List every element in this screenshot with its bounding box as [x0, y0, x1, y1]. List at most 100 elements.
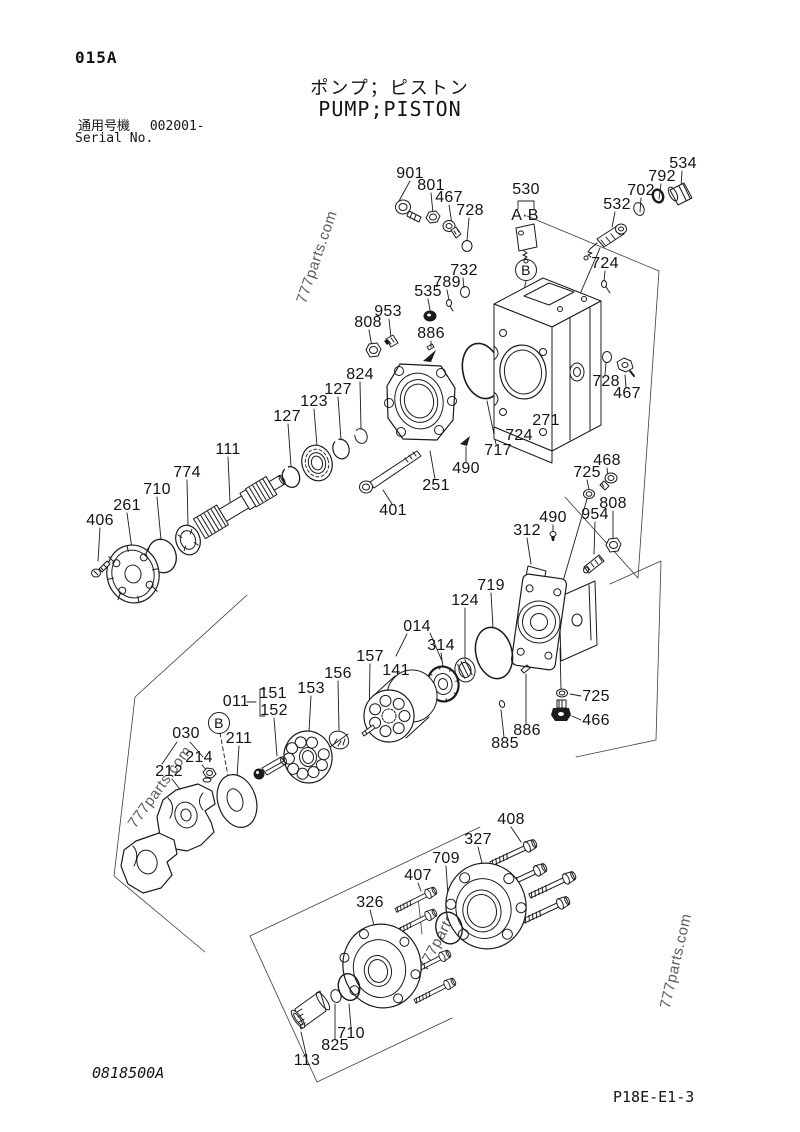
o-ring-719 — [474, 626, 514, 680]
section-code: 015A — [75, 48, 118, 67]
part-number-label: 214 — [185, 749, 213, 766]
eye-bolt-901 — [395, 199, 422, 223]
part-number-label: 725 — [582, 688, 610, 705]
part-number-label: 702 — [627, 182, 655, 199]
front-cover-251 — [384, 363, 457, 441]
backup-ring-792 — [651, 188, 665, 204]
part-number-label: 886 — [417, 325, 445, 342]
plug-535 — [423, 310, 437, 322]
pin-789 — [446, 299, 454, 312]
piston-assembly-151-152 — [253, 756, 287, 780]
drive-shaft-111 — [193, 474, 286, 540]
snap-ring-127-right — [332, 438, 350, 460]
plug-490-right — [549, 531, 557, 541]
part-number-label: 124 — [451, 592, 479, 609]
shoe-plate-211 — [216, 774, 258, 828]
flange-327 — [445, 862, 527, 950]
part-number-label: 468 — [593, 452, 621, 469]
part-number-label: 728 — [456, 202, 484, 219]
o-ring-702 — [633, 202, 645, 216]
part-number-label: 327 — [464, 831, 492, 848]
swash-plate-212 — [120, 783, 216, 894]
nut-808-left — [365, 342, 382, 358]
part-number-label: 312 — [513, 522, 541, 539]
part-number-label: 157 — [356, 648, 384, 665]
part-number-label: 314 — [427, 637, 455, 654]
page-title-japanese: ポンプ；ピストン — [310, 78, 470, 99]
pin-157 — [361, 724, 376, 737]
part-number-label: 156 — [324, 665, 352, 682]
bolt-468 — [599, 472, 618, 491]
part-number-label: 113 — [293, 1052, 321, 1069]
part-number-label: 885 — [491, 735, 519, 752]
part-number-label: 719 — [477, 577, 505, 594]
applicable-serial-value: 002001- — [149, 119, 205, 134]
pin-886-bottom — [520, 664, 531, 674]
part-number-label: 901 — [396, 165, 424, 182]
serial-no-label: Serial No. — [75, 131, 154, 146]
plug-467-top — [442, 220, 462, 239]
part-number-label: 732 — [450, 262, 478, 279]
retainer-plate-153 — [282, 730, 333, 784]
part-number-label: 710 — [337, 1025, 365, 1042]
view-marker-b-top: B — [515, 259, 537, 281]
seal-cover-261 — [106, 544, 160, 604]
part-number-label: 801 — [417, 177, 445, 194]
bracket-530 — [517, 200, 535, 210]
part-number-label: 123 — [300, 393, 328, 410]
page-title-english: PUMP;PISTON — [318, 97, 462, 121]
part-number-label: 326 — [356, 894, 384, 911]
part-number-label: 261 — [113, 497, 141, 514]
coupling-sleeve-113 — [290, 990, 331, 1030]
part-number-label: 728 — [592, 373, 620, 390]
figure-number: 0818500A — [92, 1064, 165, 1082]
pump-housing-271 — [493, 277, 602, 464]
bearing-123 — [301, 444, 333, 482]
screw-406 — [91, 560, 111, 578]
part-number-label: 408 — [497, 811, 525, 828]
part-number-label: 467 — [613, 385, 641, 402]
washer-725-right — [583, 489, 595, 499]
snap-ring-127-left — [281, 465, 301, 489]
oil-seal-774 — [175, 524, 201, 556]
part-number-label: 808 — [599, 495, 627, 512]
part-number-label: 153 — [297, 680, 325, 697]
washer-725-bottom — [556, 688, 568, 698]
applicable-label-japanese: 通用号機 — [78, 119, 131, 134]
plug-467-side — [616, 357, 635, 377]
part-number-label: 466 — [582, 712, 610, 729]
part-number-label: 490 — [452, 460, 480, 477]
part-number-label: 953 — [374, 303, 402, 320]
stud-953 — [384, 334, 399, 348]
bracket-011 — [259, 688, 266, 717]
part-number-label: 011 — [222, 693, 250, 710]
part-number-label: 717 — [484, 442, 512, 459]
part-number-label: 151 — [259, 685, 287, 702]
part-number-label: 725 — [573, 464, 601, 481]
part-number-label: 407 — [404, 867, 432, 884]
part-number-label: 774 — [173, 464, 201, 481]
applicable-serial-line: 通用号機 002001- — [78, 115, 205, 134]
plug-490-left — [460, 436, 470, 446]
part-number-label: 792 — [648, 168, 676, 185]
part-number-label: 467 — [435, 189, 463, 206]
part-number-label: 127 — [324, 381, 352, 398]
part-number-label: 886 — [513, 722, 541, 739]
part-number-label: 211 — [225, 730, 253, 747]
page-reference-code: P18E-E1-3 — [613, 1088, 695, 1106]
bolt-401 — [359, 450, 422, 494]
pin-724-top — [601, 280, 611, 294]
part-number-label: 825 — [321, 1037, 349, 1054]
part-number-label: 808 — [354, 314, 382, 331]
part-number-label: 824 — [346, 366, 374, 383]
part-number-label: 532 — [603, 196, 631, 213]
cylinder-block-141 — [363, 669, 438, 743]
part-number-label: 530 — [512, 181, 540, 198]
part-number-label: 030 — [172, 725, 200, 742]
part-number-label: 535 — [414, 283, 442, 300]
part-number-label: 534 — [669, 155, 697, 172]
part-number-label: 127 — [273, 408, 301, 425]
part-number-label: 710 — [143, 481, 171, 498]
spherical-bushing-156 — [328, 730, 350, 750]
